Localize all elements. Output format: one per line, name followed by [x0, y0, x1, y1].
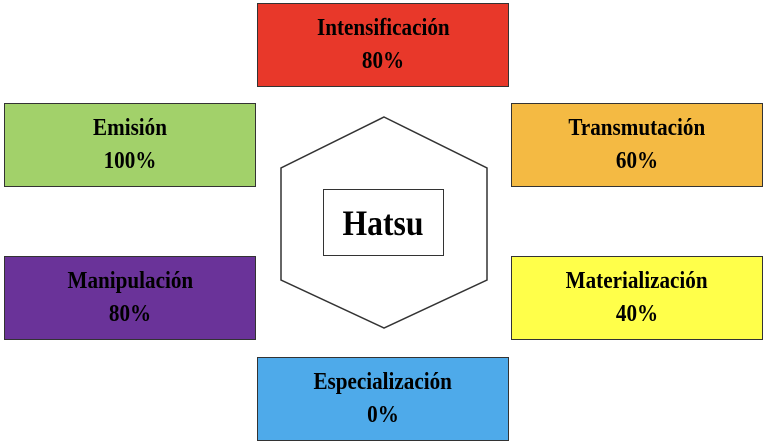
category-value: 60%	[615, 148, 659, 174]
category-name: Especialización	[313, 369, 453, 395]
category-value: 0%	[367, 402, 399, 428]
category-name: Emisión	[93, 115, 167, 141]
center-node-hatsu: Hatsu	[323, 189, 444, 256]
category-box-intensificacion: Intensificación 80%	[257, 3, 509, 87]
category-value: 80%	[108, 301, 152, 327]
category-name: Transmutación	[568, 115, 706, 141]
category-name: Materialización	[566, 268, 708, 294]
category-box-materializacion: Materialización 40%	[511, 256, 763, 340]
category-value: 100%	[103, 148, 157, 174]
category-box-emision: Emisión 100%	[4, 103, 256, 187]
category-name: Manipulación	[67, 268, 193, 294]
category-box-especializacion: Especialización 0%	[257, 357, 509, 441]
category-box-manipulacion: Manipulación 80%	[4, 256, 256, 340]
center-label: Hatsu	[343, 202, 424, 243]
category-name: Intensificación	[316, 15, 450, 41]
category-value: 80%	[361, 48, 405, 74]
category-box-transmutacion: Transmutación 60%	[511, 103, 763, 187]
category-value: 40%	[615, 301, 659, 327]
